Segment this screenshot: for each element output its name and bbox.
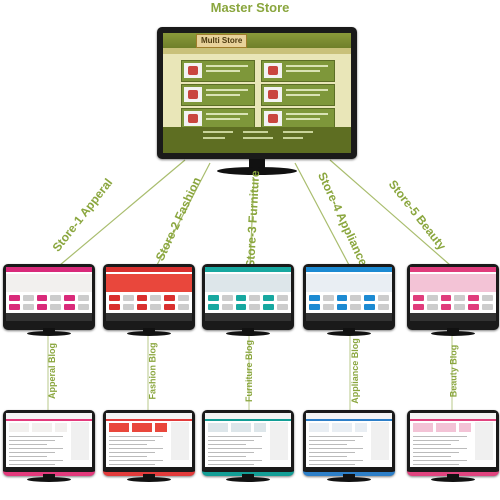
blog-2-monitor [103,410,195,482]
blog-2-screen [106,413,192,467]
store-5-screen [410,267,496,321]
connector-store-5 [329,159,451,266]
blog-1-monitor [3,410,95,482]
store-2-monitor [103,264,195,336]
blog-3-screen [205,413,291,467]
store-2-screen [106,267,192,321]
master-store-screen: Multi Store [163,33,351,153]
store-4-screen [306,267,392,321]
connector-store-1 [59,159,186,266]
blog-3-monitor [202,410,294,482]
blog-4-monitor [303,410,395,482]
store-1-monitor [3,264,95,336]
store-3-screen [205,267,291,321]
master-store-title: Master Store [210,0,290,15]
store-3-monitor [202,264,294,336]
blog-4-screen [306,413,392,467]
connector-store-4 [294,162,350,266]
connector-store-3 [249,177,255,266]
store-1-screen [6,267,92,321]
blog-3-label: Furniture Blog [244,340,254,402]
blog-1-screen [6,413,92,467]
blog-4-label: Appliance Blog [349,338,360,404]
blog-5-label: Beauty Blog [448,344,459,398]
master-store-logo: Multi Store [196,34,248,48]
master-store-monitor: Multi Store [157,27,357,179]
store-4-monitor [303,264,395,336]
blog-1-label: Apperal Blog [47,342,58,400]
connector-store-2 [156,162,211,266]
store-5-monitor [407,264,499,336]
blog-5-monitor [407,410,499,482]
blog-2-label: Fashion Blog [147,342,158,400]
blog-5-screen [410,413,496,467]
